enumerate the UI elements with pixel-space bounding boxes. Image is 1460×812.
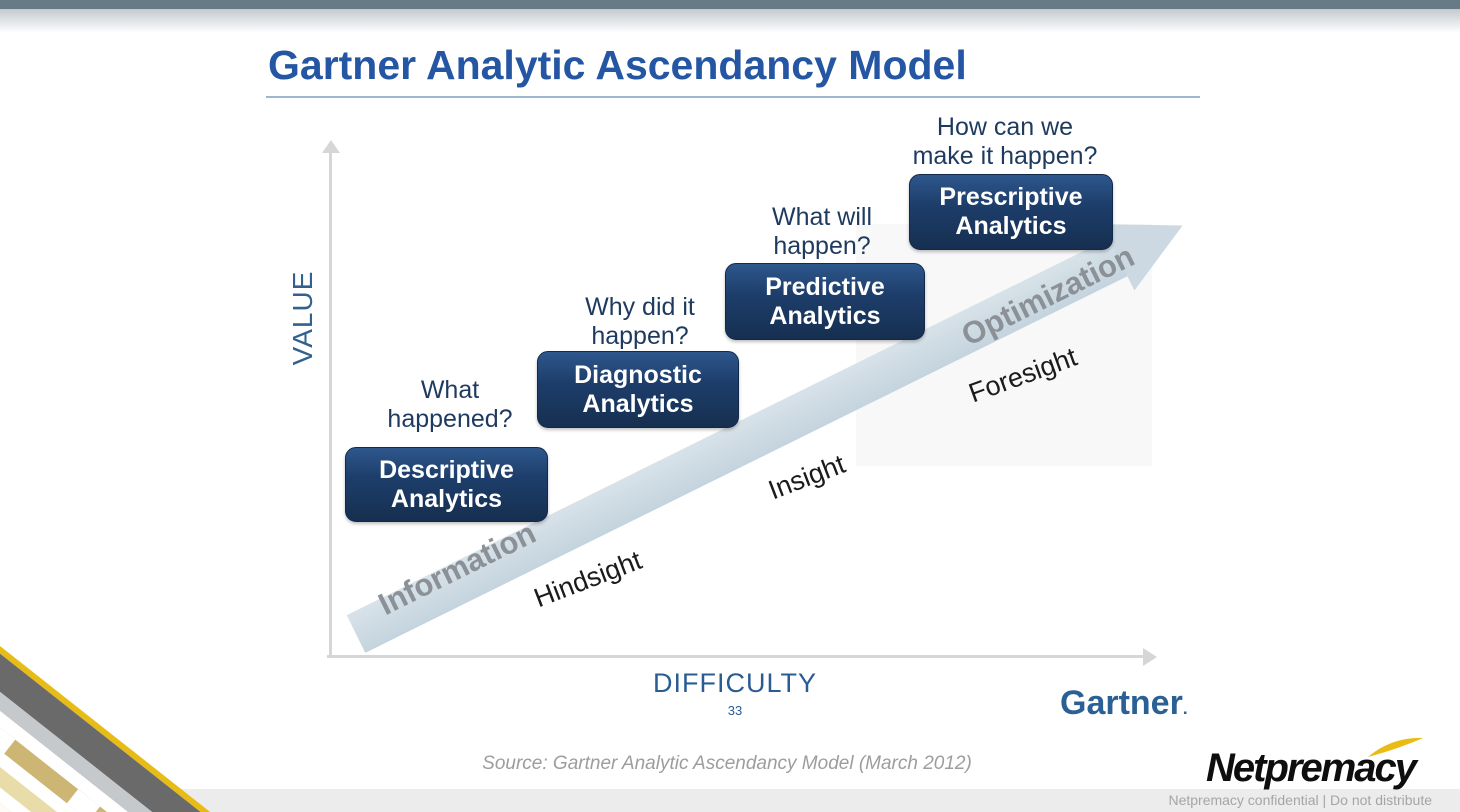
box-prescriptive-analytics: Prescriptive Analytics [909,174,1113,250]
question-line: make it happen? [912,142,1098,170]
box-label-line: Diagnostic [574,360,702,389]
netpremacy-swoosh-icon [1368,737,1424,757]
y-axis-arrowhead-icon [322,140,340,153]
stage-question-predictive: What will happen? [732,203,912,261]
question-line: Why did it [585,293,695,321]
question-line: How can we [936,113,1074,141]
x-axis-line [327,655,1145,658]
box-label-line: Analytics [390,484,503,513]
gartner-logo-mark: . [1182,699,1188,718]
x-axis-arrowhead-icon [1143,648,1157,666]
title-divider [266,96,1200,98]
gartner-logo-text: Gartner [1060,684,1183,722]
box-diagnostic-analytics: Diagnostic Analytics [537,351,739,428]
era-label-hindsight: Hindsight [529,544,646,614]
box-label-line: Analytics [769,301,881,330]
question-line: happened? [387,405,513,433]
question-line: What [420,376,480,404]
box-label-line: Analytics [582,389,694,418]
question-line: What will [771,203,872,231]
box-label-line: Predictive [765,272,885,301]
top-bar [0,0,1460,9]
page-title: Gartner Analytic Ascendancy Model [268,42,967,88]
era-label-insight: Insight [764,448,850,506]
stage-question-prescriptive: How can we make it happen? [905,113,1105,171]
stage-question-diagnostic: Why did it happen? [550,293,730,351]
netpremacy-logo-text: Netpremacy [1206,746,1417,790]
box-label-line: Descriptive [379,455,514,484]
page-number: 33 [727,703,743,718]
box-descriptive-analytics: Descriptive Analytics [345,447,548,522]
box-label-line: Analytics [955,212,1067,240]
box-predictive-analytics: Predictive Analytics [725,263,925,340]
netpremacy-logo: Netpremacy [1206,737,1424,790]
confidential-note: Netpremacy confidential | Do not distrib… [1168,792,1432,808]
corner-stripes-decoration [0,630,230,812]
footer-strip [0,789,1460,812]
question-line: happen? [591,322,689,350]
y-axis-label: VALUE [287,270,318,366]
arrow-label-information: Information [372,514,542,622]
gartner-logo: Gartner. [1060,684,1188,723]
question-line: happen? [773,232,871,260]
x-axis-label: DIFFICULTY [653,668,817,698]
y-axis-line [329,152,332,658]
source-note: Source: Gartner Analytic Ascendancy Mode… [482,753,972,774]
stage-question-descriptive: What happened? [360,376,540,434]
box-label-line: Prescriptive [939,183,1083,211]
top-bar-shadow [0,9,1460,33]
